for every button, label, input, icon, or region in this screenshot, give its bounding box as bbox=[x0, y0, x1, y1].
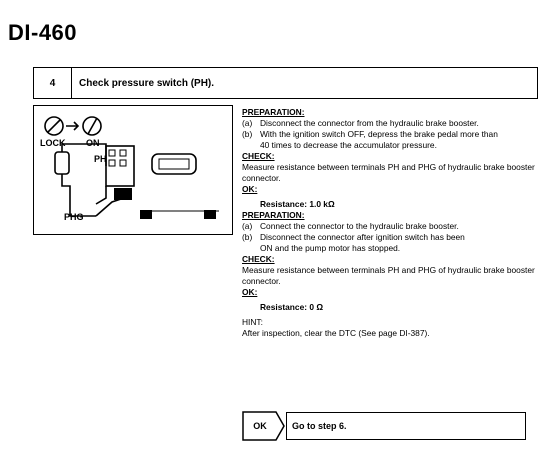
hint-heading: HINT: bbox=[242, 317, 263, 327]
prep1-item-b-cont: 40 times to decrease the accumulator pre… bbox=[260, 140, 437, 150]
phg-label: PHG bbox=[64, 212, 84, 222]
step-number: 4 bbox=[34, 68, 72, 98]
step-title: Check pressure switch (PH). bbox=[79, 77, 215, 89]
procedure-text: PREPARATION: (a) Disconnect the connecto… bbox=[242, 107, 542, 339]
on-label: ON bbox=[86, 138, 100, 148]
ok1-spec: Resistance: 1.0 kΩ bbox=[260, 199, 335, 209]
prep1-item-a: (a) Disconnect the connector from the hy… bbox=[242, 118, 479, 128]
step-header: 4 Check pressure switch (PH). bbox=[33, 67, 538, 99]
ok-label: OK bbox=[253, 421, 267, 431]
lock-key-icon bbox=[44, 116, 64, 136]
preparation-heading: PREPARATION: bbox=[242, 107, 305, 117]
ok-heading-2: OK: bbox=[242, 287, 258, 297]
illustration: LOCK ON PH PHG bbox=[33, 105, 233, 235]
check1-text: Measure resistance between terminals PH … bbox=[242, 162, 535, 183]
hint-text: After inspection, clear the DTC (See pag… bbox=[242, 328, 430, 338]
arrow-icon bbox=[66, 121, 80, 131]
lock-label: LOCK bbox=[40, 138, 66, 148]
prep2-item-a: (a) Connect the connector to the hydraul… bbox=[242, 221, 459, 231]
arrow-box-icon bbox=[242, 411, 285, 441]
prep1-item-b: (b) With the ignition switch OFF, depres… bbox=[242, 129, 498, 139]
prep2-item-b: (b) Disconnect the connector after ignit… bbox=[242, 232, 465, 242]
ok2-spec: Resistance: 0 Ω bbox=[260, 302, 324, 312]
on-key-icon bbox=[82, 116, 102, 136]
ok-heading: OK: bbox=[242, 184, 258, 194]
check-heading-2: CHECK: bbox=[242, 254, 275, 264]
meter-probe-icon bbox=[54, 151, 70, 175]
booster-connector-icon bbox=[151, 153, 197, 175]
wiring-illustration bbox=[44, 116, 219, 219]
check-heading: CHECK: bbox=[242, 151, 275, 161]
prep2-item-b-cont: ON and the pump motor has stopped. bbox=[260, 243, 401, 253]
connector-icon bbox=[105, 145, 135, 187]
preparation-heading-2: PREPARATION: bbox=[242, 210, 305, 220]
ok-result-marker: OK bbox=[242, 411, 286, 441]
ph-label: PH bbox=[94, 154, 107, 164]
result-row: OK Go to step 6. bbox=[242, 411, 526, 441]
check2-text: Measure resistance between terminals PH … bbox=[242, 265, 535, 286]
page-id: DI-460 bbox=[8, 20, 78, 45]
result-action: Go to step 6. bbox=[286, 412, 526, 440]
